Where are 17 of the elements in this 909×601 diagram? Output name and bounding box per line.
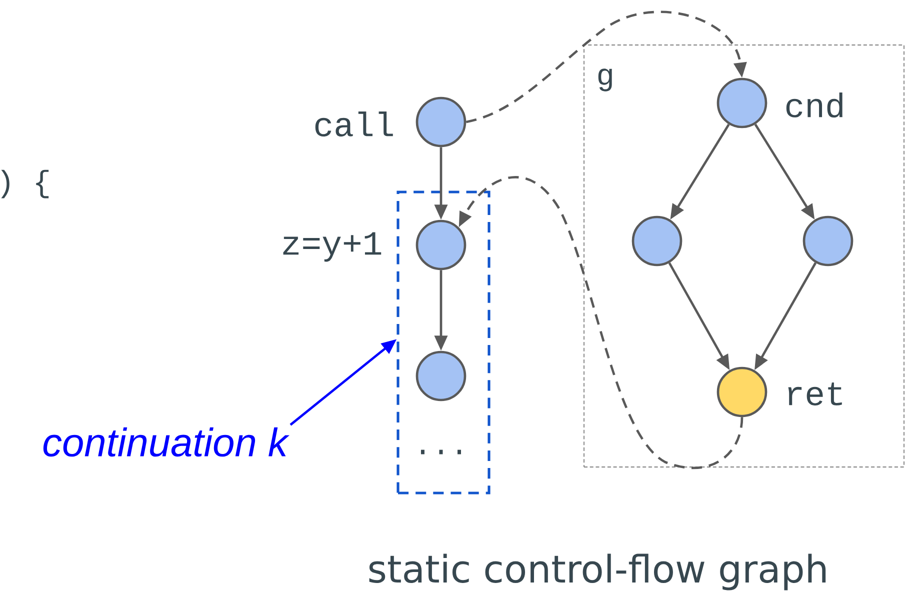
arrow bbox=[466, 10, 747, 124]
graph-node bbox=[416, 96, 466, 148]
code-text: ) { bbox=[1, 170, 49, 198]
graph-node bbox=[416, 350, 466, 402]
arrow bbox=[458, 176, 744, 469]
graph-node bbox=[716, 366, 768, 418]
graph-node bbox=[416, 220, 466, 270]
graph-node bbox=[802, 216, 854, 266]
node-label: ret bbox=[788, 382, 842, 406]
caption: static control-flow graph bbox=[369, 554, 826, 590]
graph-node bbox=[632, 216, 682, 266]
dashed-box: ... bbox=[396, 190, 490, 494]
graph-node bbox=[716, 78, 768, 128]
node-label: z=y+1 bbox=[283, 232, 382, 262]
node-label: cnd bbox=[786, 92, 842, 118]
callout-text: continuation k bbox=[43, 427, 290, 457]
node-label: call bbox=[315, 112, 393, 136]
